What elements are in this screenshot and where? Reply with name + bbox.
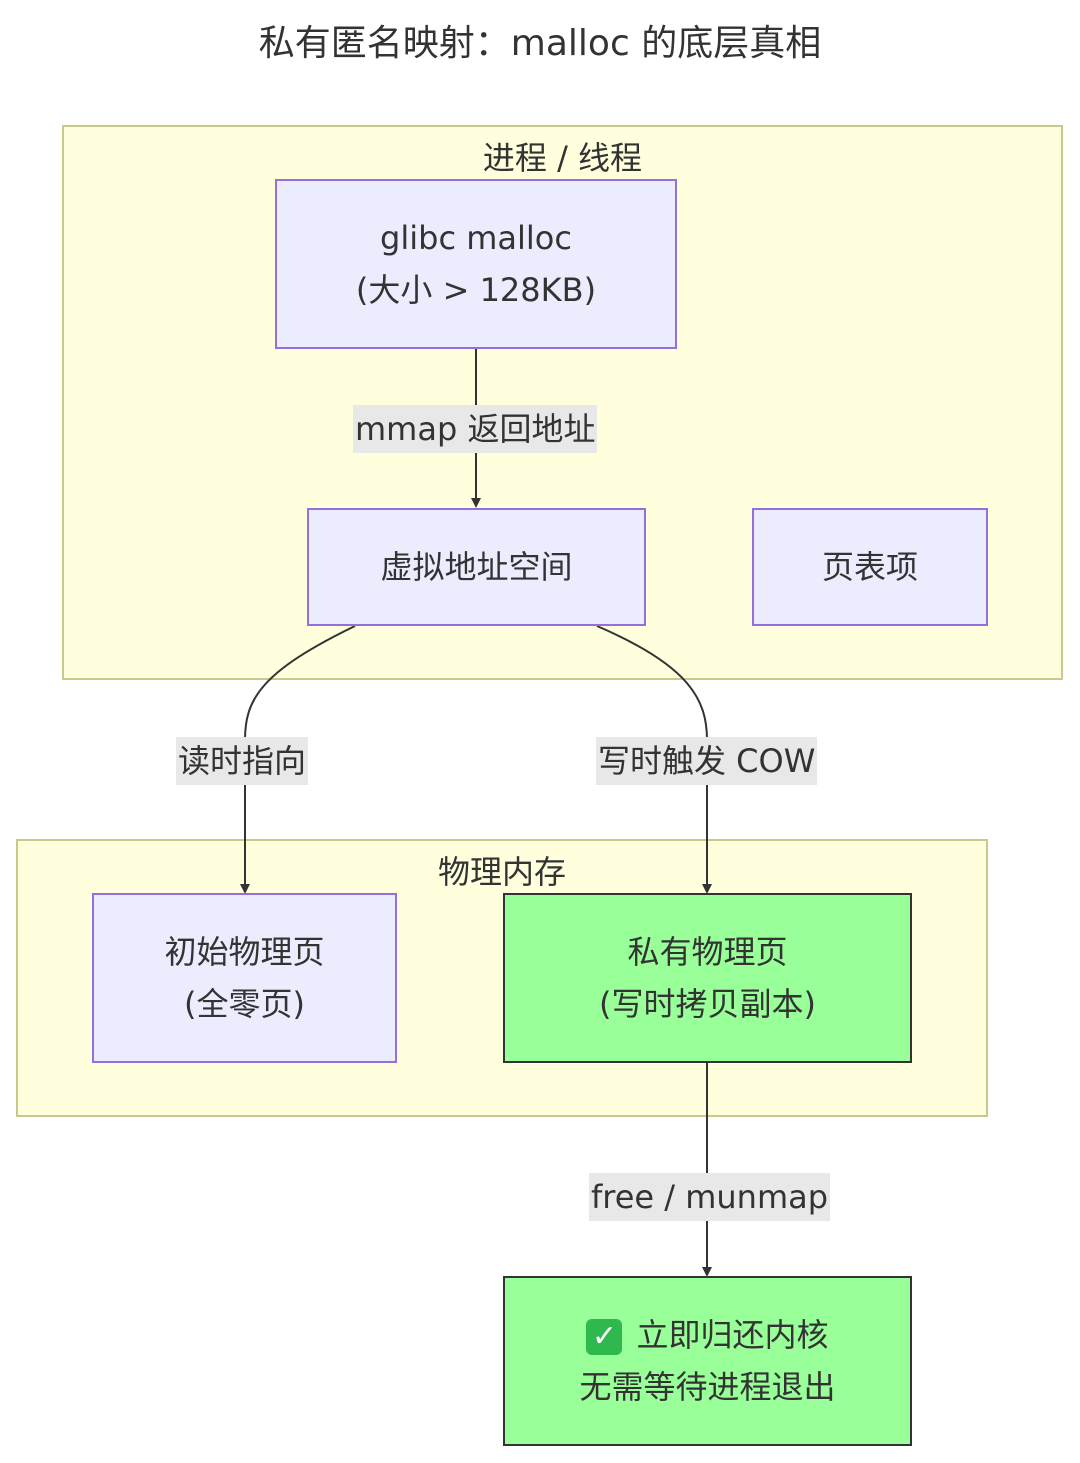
private-physical-page-node: 私有物理页 (写时拷贝副本) (503, 893, 912, 1063)
release-line1: ✓ 立即归还内核 (586, 1309, 829, 1361)
glibc-malloc-node: glibc malloc (大小 > 128KB) (275, 179, 677, 349)
edge-label-read: 读时指向 (176, 737, 309, 785)
initial-physical-page-line1: 初始物理页 (164, 933, 325, 971)
release-to-kernel-node: ✓ 立即归还内核 无需等待进程退出 (503, 1276, 912, 1446)
page-table-entry-node: 页表项 (752, 508, 988, 626)
initial-physical-page-node: 初始物理页 (全零页) (92, 893, 397, 1063)
edge-label-write: 写时触发 COW (596, 737, 818, 785)
private-physical-page-line1: 私有物理页 (627, 933, 788, 971)
page-table-entry-label: 页表项 (821, 548, 918, 586)
edge-write (596, 625, 712, 894)
edge-label-mmap: mmap 返回地址 (353, 405, 598, 453)
edge-label-free: free / munmap (589, 1173, 831, 1221)
check-mark-icon: ✓ (586, 1319, 623, 1355)
private-physical-page-line2: (写时拷贝副本) (599, 985, 816, 1023)
edge-read (240, 625, 356, 894)
virtual-address-space-node: 虚拟地址空间 (307, 508, 646, 626)
glibc-malloc-line2: (大小 > 128KB) (355, 271, 597, 309)
virtual-address-space-label: 虚拟地址空间 (380, 548, 573, 586)
physical-memory-cluster-label: 物理内存 (437, 853, 566, 891)
release-line2: 无需等待进程退出 (579, 1368, 836, 1406)
glibc-malloc-line1: glibc malloc (380, 219, 572, 257)
release-line1-text: 立即归还内核 (636, 1316, 829, 1354)
process-cluster-label: 进程 / 线程 (482, 139, 643, 177)
diagram-title: 私有匿名映射：malloc 的底层真相 (258, 23, 822, 64)
initial-physical-page-line2: (全零页) (184, 985, 305, 1023)
